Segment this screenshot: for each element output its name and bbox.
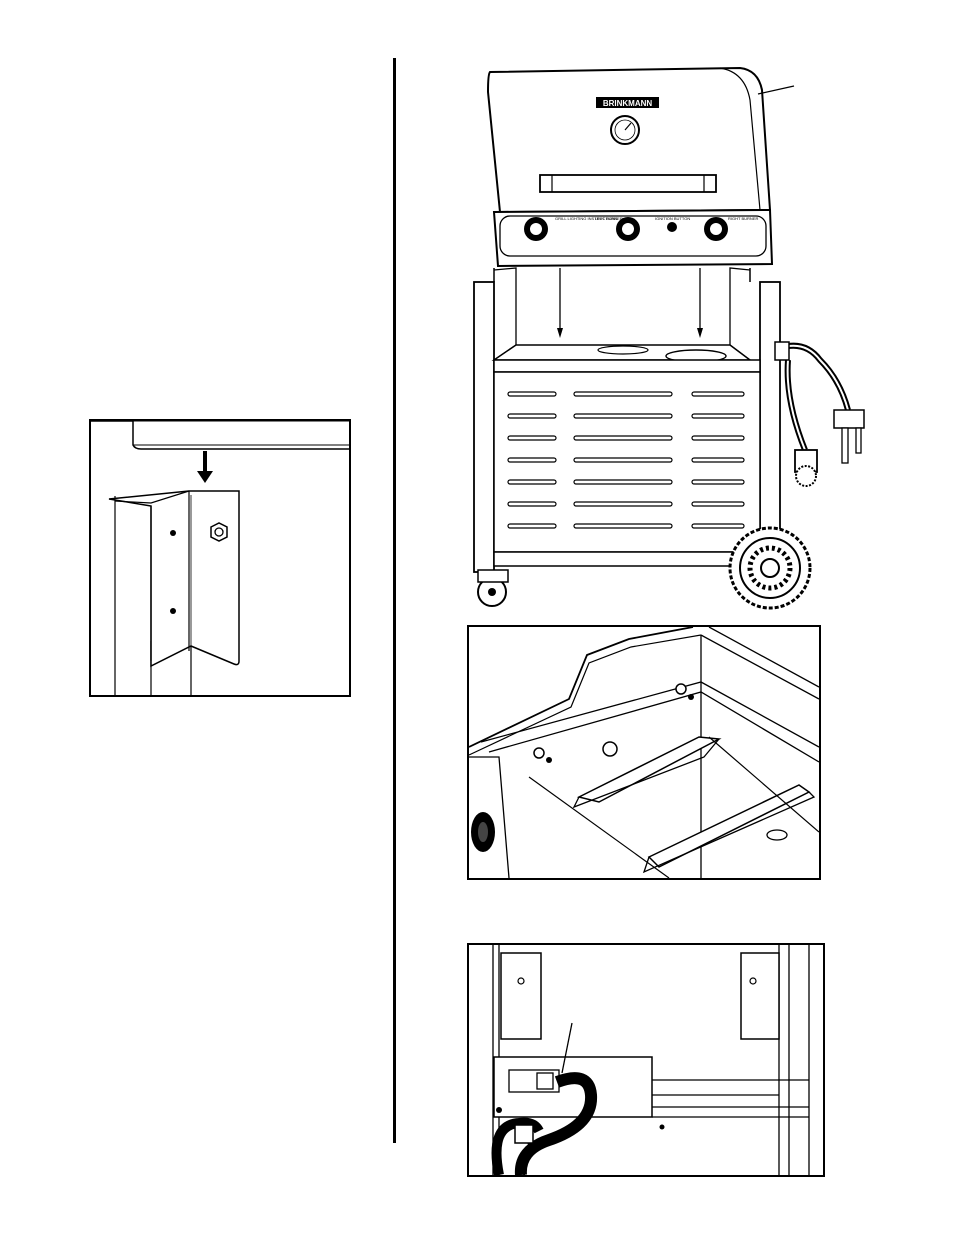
lid-handle: [540, 175, 716, 192]
panel-text-left: LEFT BURNER: [595, 216, 623, 221]
bracket-illustration: [91, 421, 349, 695]
down-arrow-icon: [197, 451, 213, 483]
grill-illustration: BRINKMANN GRILL LIGHTING INSTRUCTIONS LE…: [460, 60, 890, 615]
column-divider: [393, 58, 396, 1143]
figure-hose-routing: [467, 943, 825, 1177]
wheel: [730, 528, 810, 608]
hose-illustration: [469, 945, 823, 1175]
panel-text-right: RIGHT BURNER: [728, 216, 758, 221]
hex-nut-icon: [211, 523, 227, 541]
figure-bracket-detail: [89, 419, 351, 697]
figure-grill-overview: BRINKMANN GRILL LIGHTING INSTRUCTIONS LE…: [460, 60, 890, 615]
panel-text-ignition: IGNITION BUTTON: [655, 216, 690, 221]
callout-line-lid: [758, 86, 794, 94]
figure-burner-interior: [467, 625, 821, 880]
burner-illustration: [469, 627, 819, 878]
brand-text: BRINKMANN: [603, 99, 653, 108]
